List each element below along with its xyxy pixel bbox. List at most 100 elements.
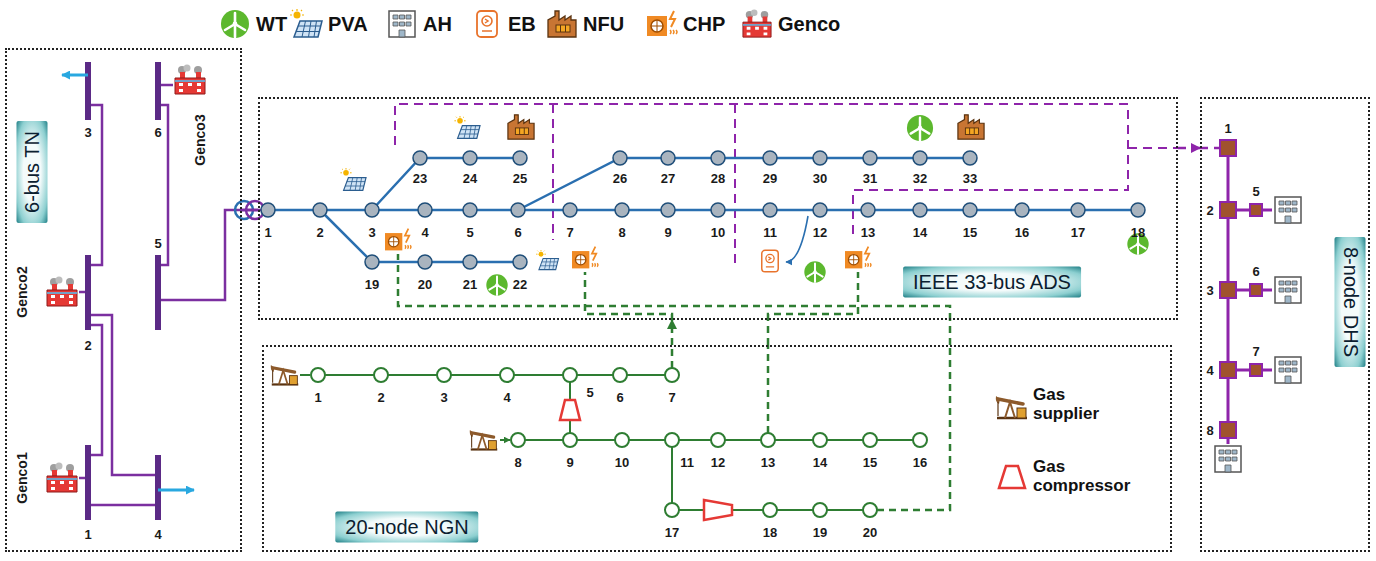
bus-number: 8 <box>618 226 625 239</box>
legend-text: Genco <box>778 13 840 35</box>
gas-node <box>374 368 388 382</box>
heat-link <box>1200 147 1220 150</box>
bus-number: 29 <box>763 172 777 185</box>
gas-node <box>665 433 679 447</box>
bus-number: 6 <box>1252 265 1259 278</box>
wind-icon <box>1127 233 1148 254</box>
ads-bus <box>261 151 1145 269</box>
bus-number: 7 <box>566 226 573 239</box>
wind-icon <box>907 115 933 141</box>
gas-node <box>615 433 629 447</box>
legend-icon <box>389 11 415 37</box>
ads-bus <box>913 203 927 217</box>
bus-number: 28 <box>711 172 725 185</box>
ads-bus <box>1131 203 1145 217</box>
ads-bus <box>763 203 777 217</box>
bus-number: 7 <box>1252 345 1259 358</box>
ads-bus <box>813 203 827 217</box>
region-box: IEEE 33-bus ADS <box>258 97 1178 320</box>
legend-icon <box>290 9 322 37</box>
legend-icon <box>548 11 576 37</box>
network-link <box>1178 147 1200 150</box>
gas-node <box>500 368 514 382</box>
bus-number: 3 <box>440 391 447 404</box>
eb-icon <box>762 250 778 271</box>
chp-icon <box>572 247 598 269</box>
bus-number: 20 <box>863 526 877 539</box>
bus-number: 4 <box>503 391 510 404</box>
genco-icon <box>47 463 77 493</box>
bus-bar <box>88 62 158 520</box>
ads-bus <box>963 151 977 165</box>
legend-icon <box>995 390 1029 420</box>
bus-number: 6 <box>154 126 161 139</box>
bus-number: 2 <box>377 391 384 404</box>
eb-link <box>786 216 808 262</box>
legend-icon <box>743 9 771 37</box>
network-link <box>242 209 258 212</box>
bus-number: 8 <box>1206 424 1213 437</box>
ads-bus <box>661 151 675 165</box>
legend-text: PVA <box>328 13 368 35</box>
unit-label: Genco1 <box>15 452 29 503</box>
bus-number: 5 <box>586 386 593 399</box>
network-link <box>671 320 674 345</box>
legend-item: WT <box>218 9 287 39</box>
legend-text: Gas compressor <box>1033 458 1148 495</box>
legend-text: CHP <box>683 13 725 35</box>
gas-node <box>613 368 627 382</box>
feeder-line <box>268 158 1138 262</box>
ads-bus <box>511 203 525 217</box>
legend-icon <box>385 9 419 39</box>
ads-bus <box>563 203 577 217</box>
gas-line <box>398 254 950 320</box>
legend-item: EB <box>470 9 536 39</box>
unit-label: Genco2 <box>15 266 29 317</box>
network-link <box>767 320 770 345</box>
bus-number: 26 <box>613 172 627 185</box>
bus-number: 3 <box>1206 284 1213 297</box>
legend-icon <box>470 9 504 39</box>
wind-icon <box>804 261 825 282</box>
bus-number: 14 <box>913 226 927 239</box>
legend-text: NFU <box>583 13 624 35</box>
legend-item: AH <box>385 9 452 39</box>
factory-icon <box>508 115 534 139</box>
gas-node <box>311 368 325 382</box>
ads-bus <box>463 151 477 165</box>
ads-bus <box>711 151 725 165</box>
ads-bus <box>418 255 432 269</box>
distribution-network <box>261 104 1178 320</box>
bus-number: 5 <box>466 226 473 239</box>
bus-number: 14 <box>813 456 827 469</box>
gas-node <box>563 368 577 382</box>
legend-item: Gas supplier <box>995 386 1123 423</box>
legend-icon <box>740 9 774 39</box>
supply-arrow <box>300 375 510 440</box>
bus-number: 10 <box>711 226 725 239</box>
gas-supplier-icon <box>271 365 299 384</box>
ads-bus <box>763 151 777 165</box>
region-heading: IEEE 33-bus ADS <box>903 267 1081 298</box>
ads-bus <box>513 151 527 165</box>
ads-bus <box>463 255 477 269</box>
legend-icon <box>290 9 324 39</box>
gas-node <box>563 433 577 447</box>
bus-number: 18 <box>763 526 777 539</box>
bus-number: 31 <box>863 172 877 185</box>
bus-number: 6 <box>514 226 521 239</box>
ads-bus <box>613 151 627 165</box>
bus-number: 12 <box>711 456 725 469</box>
ads-bus <box>513 255 527 269</box>
bus-number: 30 <box>813 172 827 185</box>
legend-item: PVA <box>290 9 368 39</box>
ads-bus <box>963 203 977 217</box>
ads-bus <box>1071 203 1085 217</box>
bus-number: 11 <box>680 456 694 469</box>
legend-text: WT <box>256 13 287 35</box>
legend-text: AH <box>423 13 452 35</box>
compressor-symbol <box>704 500 732 520</box>
bus-number: 1 <box>314 391 321 404</box>
